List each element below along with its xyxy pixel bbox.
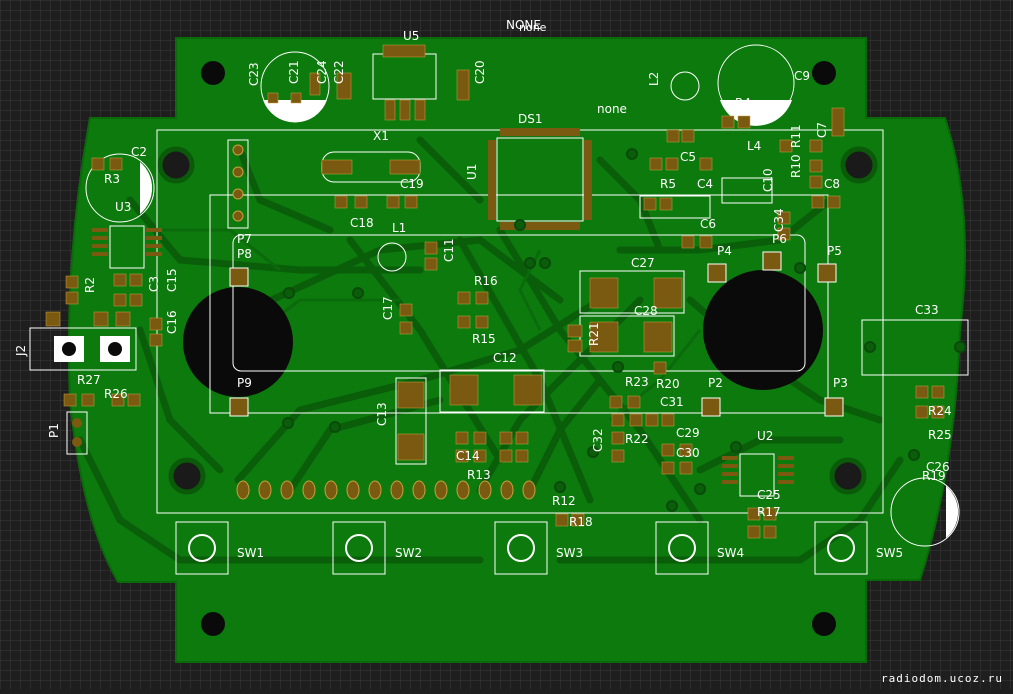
watermark: radiodom.ucoz.ru bbox=[881, 672, 1003, 685]
label-c5: C5 bbox=[680, 150, 697, 164]
misc-label-none: none bbox=[597, 102, 627, 116]
label-c18: C18 bbox=[350, 216, 374, 230]
top-label-none-upper: NONE bbox=[506, 18, 541, 32]
label-c13: C13 bbox=[375, 402, 389, 426]
label-c33: C33 bbox=[915, 303, 939, 317]
label-c25: C25 bbox=[757, 488, 781, 502]
label-c14: C14 bbox=[456, 449, 480, 463]
label-c17: C17 bbox=[381, 296, 395, 320]
label-c3: C3 bbox=[147, 275, 161, 292]
label-p6: P6 bbox=[772, 232, 787, 246]
label-p2: P2 bbox=[708, 376, 723, 390]
label-c31: C31 bbox=[660, 395, 684, 409]
label-u3: U3 bbox=[115, 200, 132, 214]
label-r12: R12 bbox=[552, 494, 576, 508]
label-r16: R16 bbox=[474, 274, 498, 288]
label-r23: R23 bbox=[625, 375, 649, 389]
header-pins bbox=[232, 144, 536, 500]
label-p7: P7 bbox=[237, 232, 252, 246]
label-l4: L4 bbox=[747, 139, 762, 153]
tact-switch-circles bbox=[188, 534, 855, 562]
label-c19: C19 bbox=[400, 177, 424, 191]
label-r4: R4 bbox=[735, 96, 751, 110]
label-l2: L2 bbox=[647, 71, 661, 86]
label-r5: R5 bbox=[660, 177, 676, 191]
label-r2: R2 bbox=[83, 277, 97, 293]
electrolytic-shading bbox=[140, 100, 959, 538]
label-c24: C24 bbox=[315, 60, 329, 84]
label-r24: R24 bbox=[928, 404, 952, 418]
ic-pins bbox=[92, 228, 794, 484]
label-sw5: SW5 bbox=[876, 546, 904, 560]
label-c7: C7 bbox=[815, 121, 829, 138]
label-c16: C16 bbox=[165, 310, 179, 334]
label-c23: C23 bbox=[247, 62, 261, 86]
test-points bbox=[229, 251, 844, 417]
label-x1: X1 bbox=[373, 129, 389, 143]
vias bbox=[282, 148, 966, 512]
label-j2: J2 bbox=[14, 344, 28, 356]
label-p3: P3 bbox=[833, 376, 848, 390]
j2-holes bbox=[62, 342, 122, 356]
label-c6: C6 bbox=[700, 217, 717, 231]
label-sw2: SW2 bbox=[395, 546, 423, 560]
label-r11: R11 bbox=[789, 124, 803, 148]
label-u2: U2 bbox=[757, 429, 774, 443]
label-c10: C10 bbox=[761, 168, 775, 192]
label-p8: P8 bbox=[237, 247, 252, 261]
label-c34: C34 bbox=[772, 208, 786, 232]
label-c29: C29 bbox=[676, 426, 700, 440]
label-r26: R26 bbox=[104, 387, 128, 401]
label-p9: P9 bbox=[237, 376, 252, 390]
label-c4: C4 bbox=[697, 177, 714, 191]
label-sw3: SW3 bbox=[556, 546, 584, 560]
label-p5: P5 bbox=[827, 244, 842, 258]
label-r17: R17 bbox=[757, 505, 781, 519]
label-u5: U5 bbox=[403, 29, 420, 43]
label-r21: R21 bbox=[587, 322, 601, 346]
label-c15: C15 bbox=[165, 268, 179, 292]
label-r20: R20 bbox=[656, 377, 680, 391]
smd-pads bbox=[45, 44, 945, 539]
label-c20: C20 bbox=[473, 60, 487, 84]
label-r3: R3 bbox=[104, 172, 120, 186]
label-r15: R15 bbox=[472, 332, 496, 346]
label-p4: P4 bbox=[717, 244, 732, 258]
label-r19: R19 bbox=[922, 469, 946, 483]
label-c21: C21 bbox=[287, 60, 301, 84]
label-c28: C28 bbox=[634, 304, 658, 318]
label-r27: R27 bbox=[77, 373, 101, 387]
label-u1: U1 bbox=[465, 163, 479, 180]
label-p1: P1 bbox=[47, 423, 61, 438]
label-sw4: SW4 bbox=[717, 546, 745, 560]
label-r10: R10 bbox=[789, 154, 803, 178]
label-c32: C32 bbox=[591, 428, 605, 452]
label-c27: C27 bbox=[631, 256, 655, 270]
label-c9: C9 bbox=[794, 69, 811, 83]
label-ds1: DS1 bbox=[518, 112, 543, 126]
label-c12: C12 bbox=[493, 351, 517, 365]
label-c30: C30 bbox=[676, 446, 700, 460]
label-r22: R22 bbox=[625, 432, 649, 446]
label-r18: R18 bbox=[569, 515, 593, 529]
label-r13: R13 bbox=[467, 468, 491, 482]
label-sw1: SW1 bbox=[237, 546, 265, 560]
label-l1: L1 bbox=[392, 221, 407, 235]
top-label-none-lower: none bbox=[519, 21, 547, 34]
label-c8: C8 bbox=[824, 177, 841, 191]
label-r25: R25 bbox=[928, 428, 952, 442]
label-c11: C11 bbox=[442, 238, 456, 262]
qfp-pins bbox=[488, 128, 592, 230]
label-c26: C26 bbox=[926, 460, 950, 474]
mounting-holes bbox=[157, 61, 878, 636]
label-c22: C22 bbox=[332, 60, 346, 84]
label-c2: C2 bbox=[131, 145, 148, 159]
p1-pins bbox=[72, 418, 82, 447]
